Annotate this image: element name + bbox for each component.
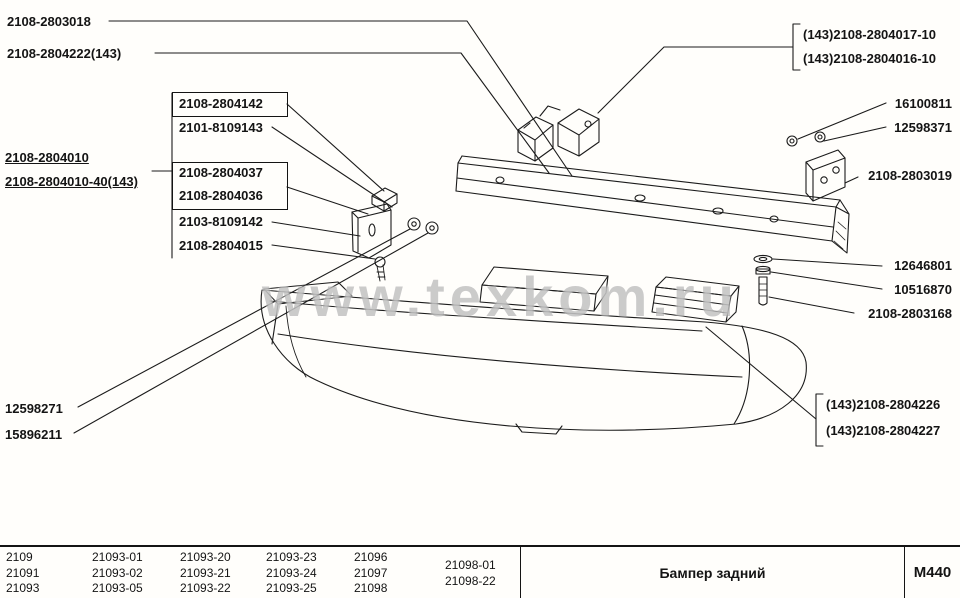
part-label-assembly: 2108-2804010 bbox=[5, 150, 89, 165]
part-label-washer-left: 12598271 bbox=[5, 401, 63, 416]
part-label-beam: 2108-2803018 bbox=[7, 14, 91, 29]
part-name: Бампер задний bbox=[520, 547, 905, 598]
left-bracket-assembly bbox=[351, 187, 439, 282]
part-label-clamp-lower: 2101-8109143 bbox=[179, 120, 263, 135]
model-cell: 21093-25 bbox=[266, 581, 317, 595]
model-cell: 21093-02 bbox=[92, 565, 143, 580]
model-column-4: 21093-23 21093-24 21093-25 bbox=[260, 547, 348, 598]
part-label-stud: 2108-2803168 bbox=[868, 306, 952, 321]
beam-drawing bbox=[455, 155, 850, 254]
stud-assembly bbox=[753, 254, 773, 306]
model-cell: 21096 bbox=[354, 550, 388, 564]
model-cell: 21093-21 bbox=[180, 565, 231, 580]
right-bracket-part bbox=[786, 131, 846, 202]
part-label-end-piece-2: (143)2108-2804227 bbox=[826, 423, 941, 438]
model-cell: 21098-01 bbox=[445, 557, 496, 572]
leader-lines bbox=[73, 20, 887, 434]
model-cell: 21093-23 bbox=[266, 550, 317, 564]
model-cell: 21093-24 bbox=[266, 565, 317, 580]
part-label-bracket-b: 2108-2804036 bbox=[179, 188, 263, 203]
right-ribbed-pad bbox=[651, 276, 740, 323]
model-column-1: 2109 21091 21093 bbox=[0, 547, 86, 598]
model-cell: 21098-22 bbox=[445, 573, 496, 588]
bumper-drawing bbox=[260, 281, 807, 435]
model-cell: 21097 bbox=[354, 565, 388, 580]
model-cell: 21093 bbox=[6, 581, 40, 595]
middle-pad bbox=[479, 266, 609, 312]
part-label-nut-stud: 10516870 bbox=[894, 282, 952, 297]
model-cell: 21093-01 bbox=[92, 550, 143, 564]
model-column-6: 21098-01 21098-22 bbox=[435, 547, 520, 598]
part-label-bracket-side: 2108-2804015 bbox=[179, 238, 263, 253]
part-label-end-piece-1: (143)2108-2804226 bbox=[826, 397, 941, 412]
model-cell: 21093-22 bbox=[180, 581, 231, 595]
part-label-washer-upper-right: 12598371 bbox=[894, 120, 952, 135]
model-cell: 21091 bbox=[6, 565, 40, 580]
model-cell: 21093-05 bbox=[92, 581, 143, 595]
label-box-clamp bbox=[172, 92, 288, 117]
footer-table: 2109 21091 21093 21093-01 21093-02 21093… bbox=[0, 545, 960, 598]
group-brackets bbox=[171, 23, 824, 447]
part-label-clamp-upper: 2108-2804142 bbox=[179, 96, 263, 111]
technical-drawing bbox=[73, 20, 887, 447]
model-cell: 21093-20 bbox=[180, 550, 231, 564]
top-bracket-parts bbox=[517, 105, 600, 162]
model-column-2: 21093-01 21093-02 21093-05 bbox=[86, 547, 174, 598]
sheet-code: M440 bbox=[913, 564, 952, 581]
part-label-nut-upper-right: 16100811 bbox=[894, 96, 952, 111]
label-box-brackets bbox=[172, 162, 288, 210]
model-column-3: 21093-20 21093-21 21093-22 bbox=[174, 547, 260, 598]
part-label-bolt-left: 2103-8109142 bbox=[179, 214, 263, 229]
part-label-bracket-a: 2108-2804037 bbox=[179, 165, 263, 180]
model-column-5: 21096 21097 21098 bbox=[348, 547, 435, 598]
part-label-assembly-variant: 2108-2804010-40(143) bbox=[5, 174, 138, 189]
part-label-bracket-right: 2108-2803019 bbox=[868, 168, 952, 183]
model-cell: 21098 bbox=[354, 581, 388, 595]
part-label-nut-left: 15896211 bbox=[5, 427, 63, 442]
model-cell: 2109 bbox=[6, 550, 33, 564]
part-label-beam-variant: 2108-2804222(143) bbox=[7, 46, 122, 61]
part-label-top-bracket-1: (143)2108-2804017-10 bbox=[803, 27, 936, 42]
part-label-top-bracket-2: (143)2108-2804016-10 bbox=[803, 51, 936, 66]
part-label-washer-stud: 12646801 bbox=[894, 258, 952, 273]
